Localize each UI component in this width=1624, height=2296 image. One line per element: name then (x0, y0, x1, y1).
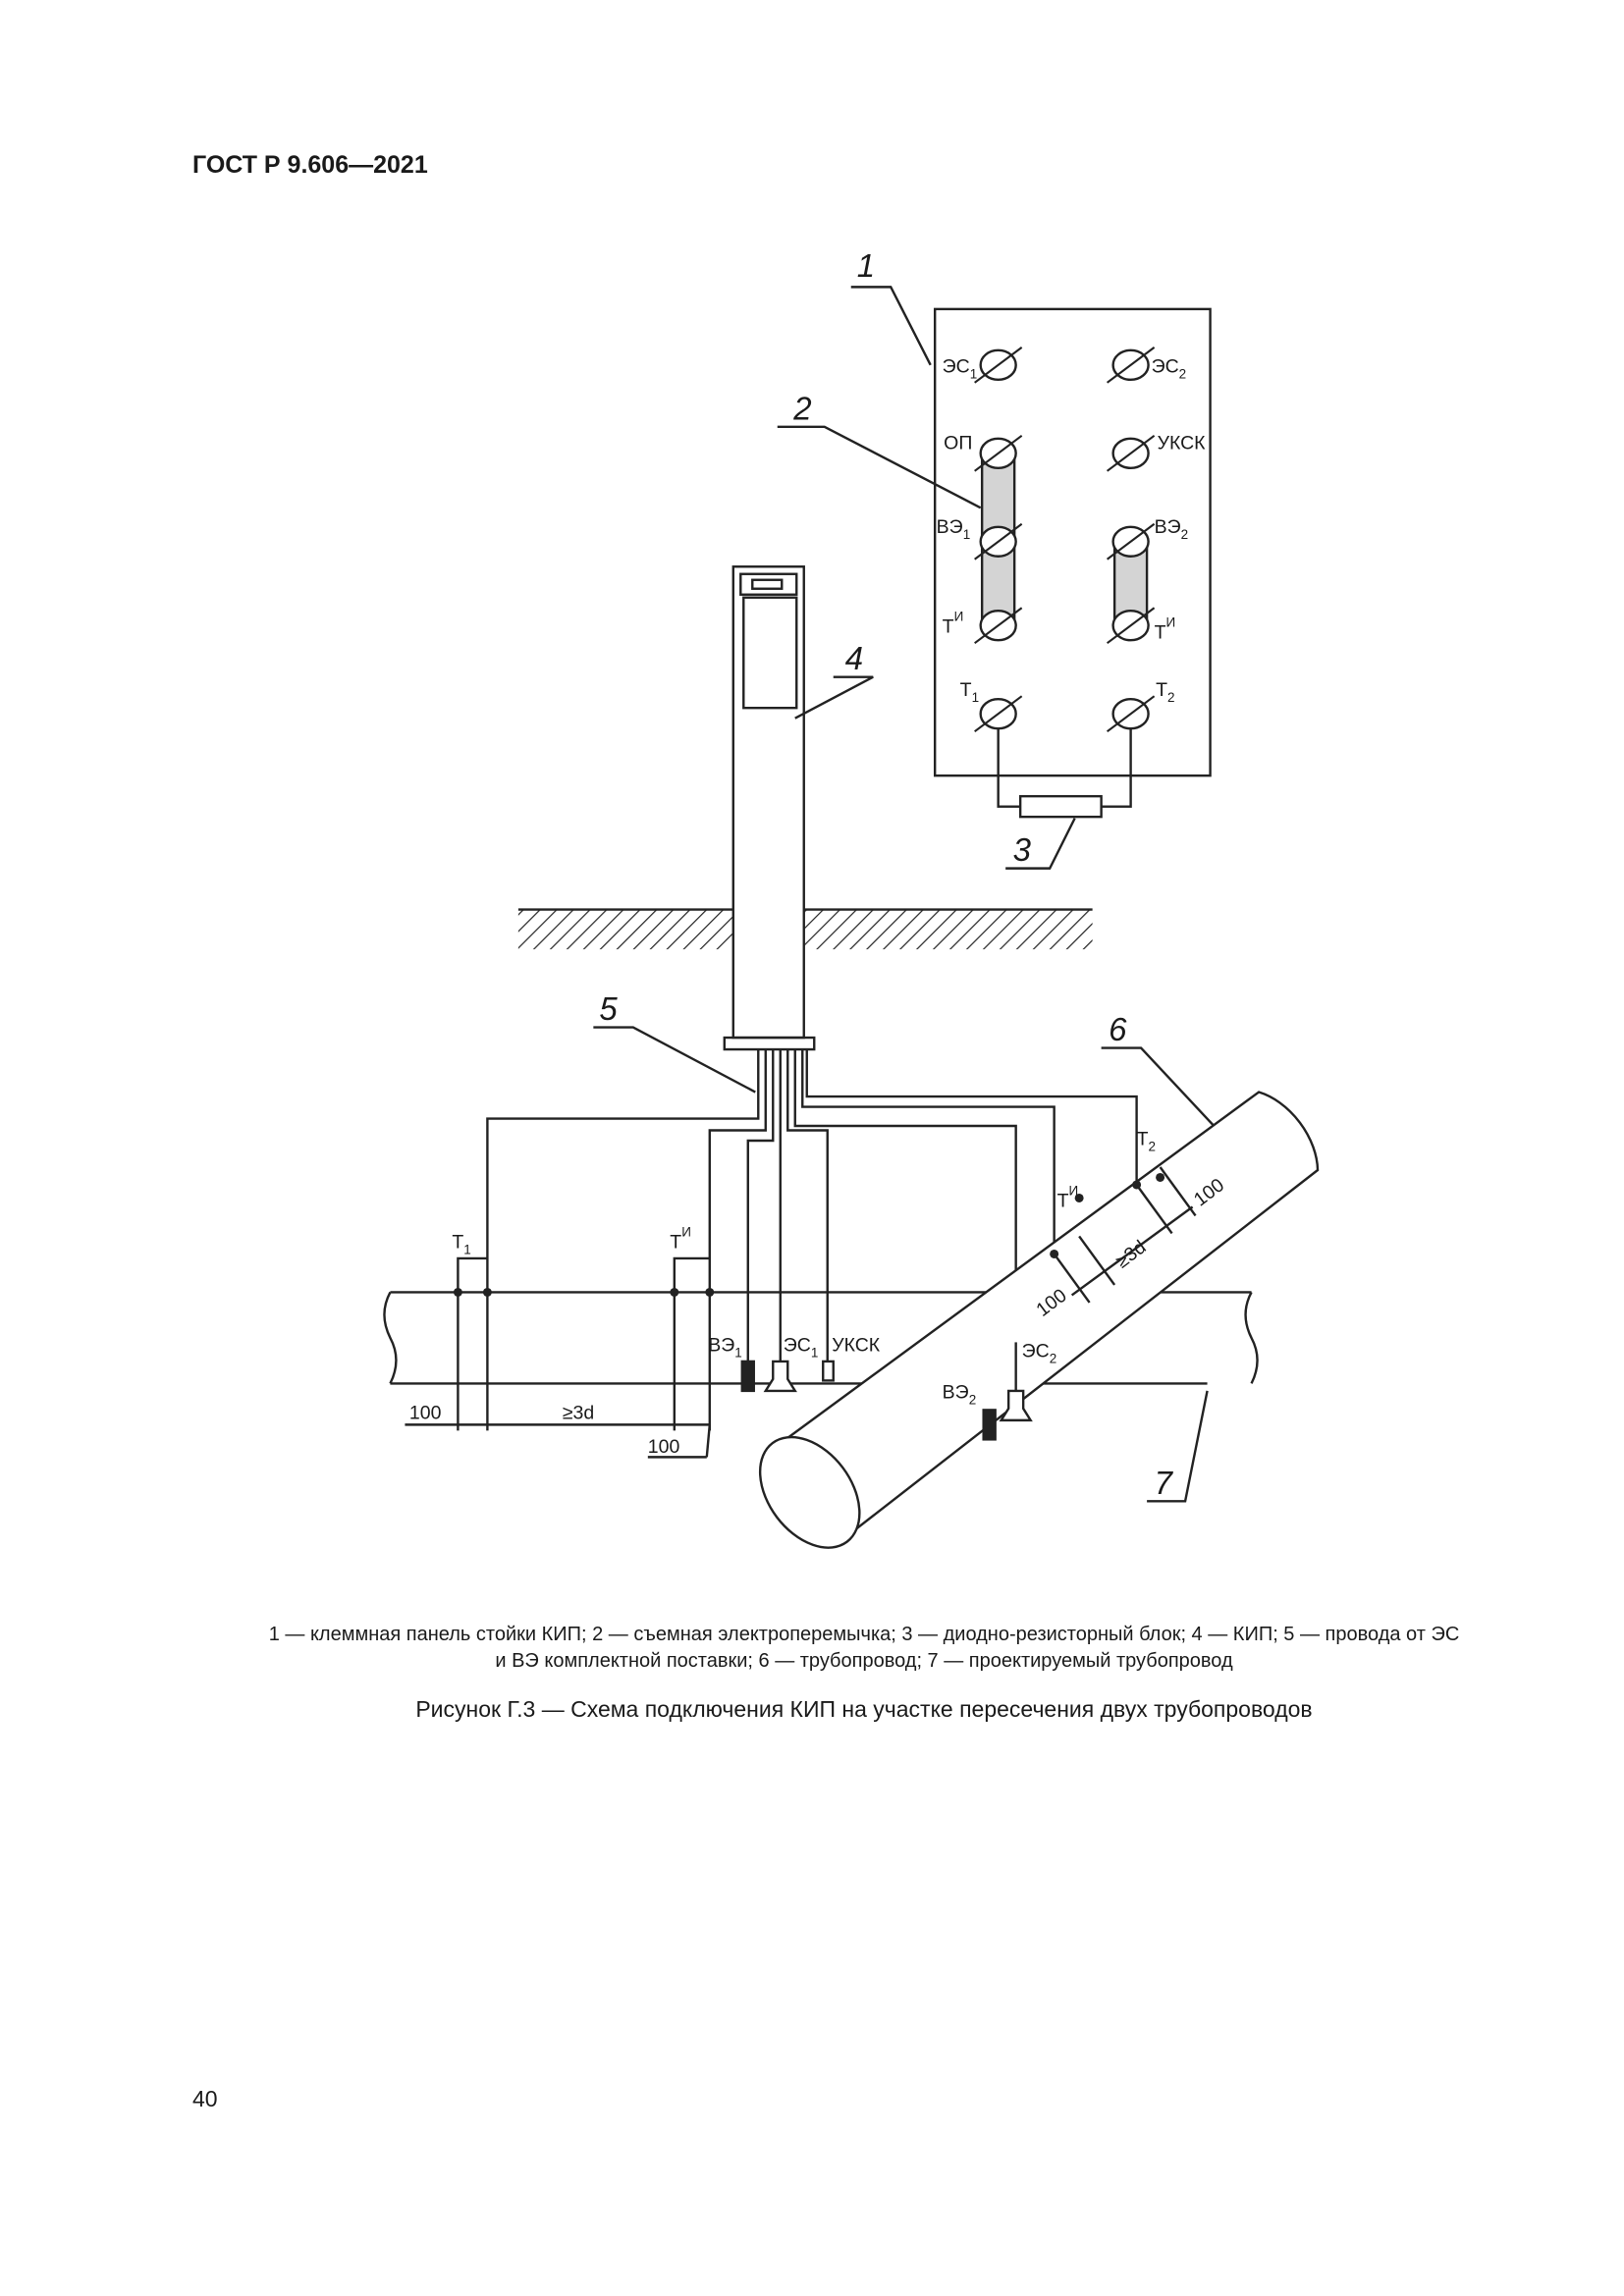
svg-text:УКСК: УКСК (1158, 432, 1207, 454)
svg-text:100: 100 (648, 1436, 680, 1458)
diode-resistor-block (1018, 794, 1103, 819)
svg-text:Т1: Т1 (452, 1231, 470, 1256)
svg-text:4: 4 (845, 640, 863, 676)
svg-text:ТИ: ТИ (1057, 1183, 1079, 1211)
svg-text:5: 5 (599, 990, 618, 1027)
document-header: ГОСТ Р 9.606—2021 (192, 151, 428, 179)
figure-legend: 1 — клеммная панель стойки КИП; 2 — съем… (177, 1622, 1551, 1675)
svg-text:100: 100 (409, 1402, 442, 1423)
svg-text:1: 1 (857, 247, 875, 284)
svg-text:ТИ: ТИ (943, 610, 964, 638)
existing-pipeline (765, 1091, 1320, 1532)
svg-text:3: 3 (1013, 831, 1032, 868)
svg-text:6: 6 (1109, 1011, 1127, 1047)
svg-text:ЭС1: ЭС1 (784, 1334, 819, 1360)
page-number: 40 (192, 2086, 218, 2111)
svg-text:ЭС2: ЭС2 (1152, 355, 1187, 381)
svg-text:≥3d: ≥3d (563, 1402, 594, 1423)
svg-text:Т2: Т2 (1137, 1129, 1156, 1154)
svg-text:ВЭ2: ВЭ2 (1155, 516, 1189, 542)
svg-text:Т2: Т2 (1156, 679, 1174, 705)
designed-pipeline (383, 1291, 1259, 1385)
ground-hatch (517, 909, 733, 950)
svg-text:ВЭ1: ВЭ1 (708, 1334, 742, 1360)
svg-text:ТИ: ТИ (1155, 615, 1176, 644)
legend-line: и ВЭ комплектной поставки; 6 — трубопров… (495, 1650, 1233, 1672)
svg-text:ТИ: ТИ (670, 1224, 691, 1253)
figure-caption: Рисунок Г.3 — Схема подключения КИП на у… (415, 1696, 1313, 1722)
svg-text:ОП: ОП (944, 432, 972, 454)
legend-line: 1 — клеммная панель стойки КИП; 2 — съем… (268, 1624, 1460, 1645)
svg-text:ЭС1: ЭС1 (943, 355, 978, 381)
svg-text:2: 2 (792, 390, 811, 426)
svg-text:ВЭ1: ВЭ1 (937, 516, 971, 542)
svg-text:ЭС2: ЭС2 (1022, 1340, 1057, 1365)
svg-text:7: 7 (1155, 1465, 1174, 1501)
terminals (973, 346, 1156, 733)
svg-text:УКСК: УКСК (832, 1334, 881, 1356)
svg-text:ВЭ2: ВЭ2 (943, 1381, 977, 1407)
terminal-panel (933, 307, 1212, 777)
svg-text:Т1: Т1 (960, 679, 979, 705)
